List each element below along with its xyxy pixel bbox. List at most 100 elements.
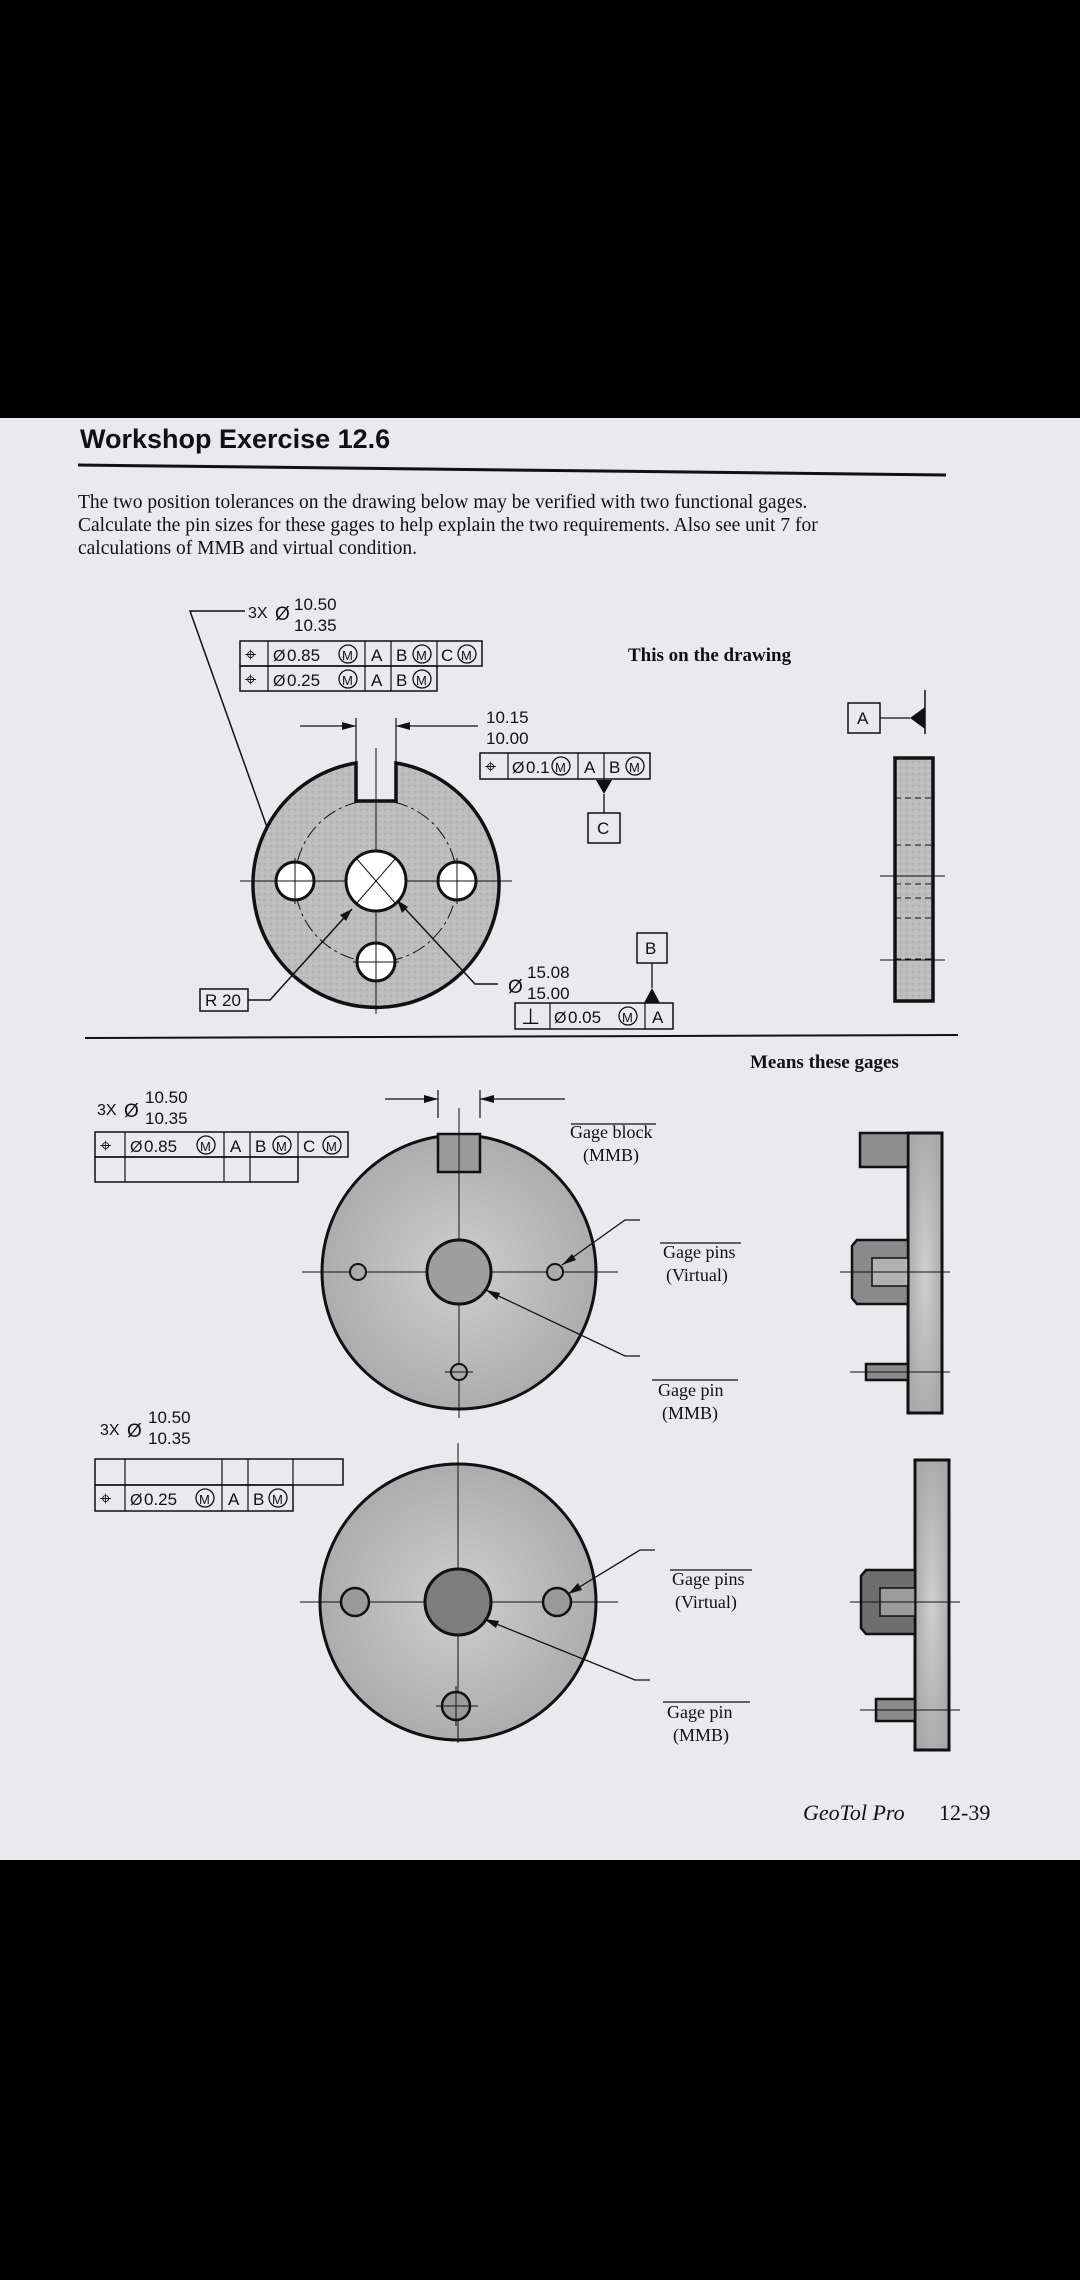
intro-line-1: The two position tolerances on the drawi… (78, 492, 807, 513)
intro-line-3: calculations of MMB and virtual conditio… (78, 538, 417, 559)
datum-b: B (645, 939, 656, 958)
footer-book: GeoTol Pro (803, 1800, 905, 1825)
radius-label: R 20 (205, 991, 241, 1010)
perpendicularity-symbol: ⊥ (521, 1004, 540, 1029)
datum-c: C (597, 819, 609, 838)
gage1-size-lower: 10.35 (145, 1109, 188, 1128)
diameter-symbol: Ø (512, 760, 524, 777)
mmc-modifier (338, 644, 358, 664)
intro-line-2: Calculate the pin sizes for these gages … (78, 515, 818, 536)
title-rule (77, 463, 947, 477)
perp-datum-a: A (652, 1008, 664, 1027)
radius-leader (248, 908, 353, 1001)
gage-block-label: Gage block (570, 1122, 652, 1142)
hole-fcf: ⌖ ⌖ Ø 0.85 M A B M C M Ø 0.25 M A B M (239, 640, 483, 692)
diameter-symbol: Ø (130, 1492, 142, 1509)
gage2-pin-sub: (MMB) (673, 1725, 729, 1746)
gage2-size-lower: 10.35 (148, 1429, 191, 1448)
pin-leader (483, 1618, 650, 1681)
diameter-symbol: Ø (554, 1010, 566, 1027)
diameter-symbol: Ø (273, 673, 285, 690)
gage1-datum-b: B (255, 1137, 266, 1156)
page-drawing: Workshop Exercise 12.6 The two position … (77, 424, 990, 1825)
mmc-letter: M (272, 1492, 283, 1507)
gage1-datum-c: C (303, 1137, 315, 1156)
gage1-pins-sub: (Virtual) (666, 1265, 728, 1286)
part-drawing: This on the drawing 3X Ø 10.50 10.35 ⌖ ⌖… (188, 595, 945, 1030)
datum-a: A (857, 709, 869, 728)
position-symbol: ⌖ (245, 644, 256, 666)
mmc-letter: M (461, 648, 472, 663)
position-symbol: ⌖ (100, 1488, 111, 1510)
bore-leader (396, 899, 498, 985)
hole-size-callout: 3X Ø 10.50 10.35 (248, 595, 337, 635)
diameter-symbol: Ø (127, 1421, 142, 1442)
bore-size-lower: 15.00 (527, 984, 570, 1003)
gage1-virtual-pin (546, 1263, 564, 1281)
fcf-row-1-tolerance: 0.85 (287, 646, 320, 665)
hole-leader (188, 610, 269, 831)
slot-fcf: ⌖ Ø 0.1 M A B M C (479, 752, 651, 844)
workbook-page: Workshop Exercise 12.6 The two position … (0, 418, 1080, 1860)
gage1-tolerance: 0.85 (144, 1137, 177, 1156)
hole-count: 3X (248, 605, 268, 622)
gage1-pin-label: Gage pin (658, 1380, 723, 1400)
pins-leader (561, 1219, 640, 1266)
gage1-pin-sub: (MMB) (662, 1403, 718, 1424)
diameter-symbol: Ø (508, 977, 523, 998)
gage1-pins-label: Gage pins (663, 1242, 735, 1262)
slot-dimension: 10.15 10.00 (300, 708, 529, 763)
perp-tolerance: 0.05 (568, 1008, 601, 1027)
side-view-body (893, 756, 935, 1003)
gage2-datum-b: B (253, 1490, 264, 1509)
gage2-hole-count: 3X (100, 1422, 120, 1439)
gage2-size-upper: 10.50 (148, 1408, 191, 1427)
slot-tolerance: 0.1 (526, 758, 550, 777)
gage1-size-upper: 10.50 (145, 1088, 188, 1107)
mmc-letter: M (416, 673, 427, 688)
pins-leader (567, 1549, 655, 1595)
mmc-letter: M (555, 760, 566, 775)
pin-leader (485, 1289, 640, 1357)
diameter-symbol: Ø (130, 1139, 142, 1156)
fcf-row-2-tolerance: 0.25 (287, 671, 320, 690)
gage-1: 3X Ø 10.50 10.35 ⌖ Ø 0.85 M A B M C M (94, 1088, 950, 1424)
gage2-side-plate (913, 1458, 951, 1752)
mmc-letter: M (342, 648, 353, 663)
slot-size-upper: 10.15 (486, 708, 529, 727)
bore-callout: Ø 15.08 15.00 ⊥ Ø 0.05 M A B (508, 932, 674, 1030)
mmc-letter: M (276, 1139, 287, 1154)
slot-datum-b: B (609, 758, 620, 777)
mmc-letter: M (199, 1492, 210, 1507)
position-symbol: ⌖ (485, 756, 496, 778)
section-divider (84, 1034, 959, 1039)
gage2-pin-label: Gage pin (667, 1702, 732, 1722)
gage-2: 3X Ø 10.50 10.35 ⌖ Ø 0.25 M A B M Gage p… (94, 1408, 960, 1752)
fcf-row-1-datum-a: A (371, 646, 383, 665)
gage1-side-plate (906, 1131, 944, 1415)
fcf-row-2-datum-a: A (371, 671, 383, 690)
gage-block-sub: (MMB) (583, 1145, 639, 1166)
gage1-virtual-pin (349, 1263, 367, 1281)
position-symbol: ⌖ (100, 1135, 111, 1157)
radius-box (199, 988, 249, 1012)
drawing-caption: This on the drawing (628, 645, 792, 666)
gage2-datum-a: A (228, 1490, 240, 1509)
diameter-symbol: Ø (275, 604, 290, 625)
page-title: Workshop Exercise 12.6 (80, 424, 390, 454)
hole-size-upper: 10.50 (294, 595, 337, 614)
gage2-pins-sub: (Virtual) (675, 1592, 737, 1613)
gage2-virtual-pin (339, 1586, 371, 1618)
gage1-hole-count: 3X (97, 1102, 117, 1119)
mmc-letter: M (629, 760, 640, 775)
mmc-letter: M (326, 1139, 337, 1154)
gage2-virtual-pin (541, 1586, 573, 1618)
slot-size-lower: 10.00 (486, 729, 529, 748)
diameter-symbol: Ø (273, 648, 285, 665)
mmc-letter: M (342, 673, 353, 688)
gage2-tolerance: 0.25 (144, 1490, 177, 1509)
part-front-view: R 20 (199, 748, 512, 1014)
gage2-center-pin (423, 1567, 493, 1637)
fcf-row-1-datum-c: C (441, 646, 453, 665)
gage1-datum-a: A (230, 1137, 242, 1156)
